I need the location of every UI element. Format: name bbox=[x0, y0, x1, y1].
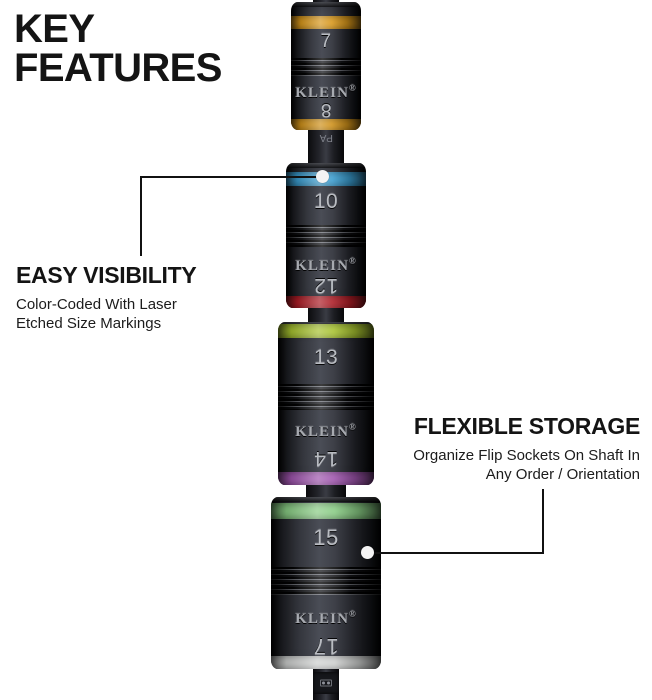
size-number-12: 12 bbox=[313, 274, 339, 297]
registered-mark-icon: ® bbox=[349, 422, 357, 432]
leader-line-left-horizontal bbox=[140, 176, 324, 178]
extension-shaft-segment-1 bbox=[308, 126, 344, 166]
leader-line-right-vertical bbox=[542, 489, 544, 554]
brand-wordmark: KLEIN® bbox=[271, 609, 381, 628]
brand-text: KLEIN bbox=[295, 85, 350, 101]
size-number-10: 10 bbox=[313, 190, 339, 213]
leader-dot-flexible-storage bbox=[361, 546, 374, 559]
brand-text: KLEIN bbox=[295, 611, 350, 627]
size-ring-13 bbox=[278, 324, 374, 338]
size-ring-17 bbox=[271, 656, 381, 669]
size-ring-14 bbox=[278, 472, 374, 485]
brand-wordmark: KLEIN® bbox=[286, 256, 366, 275]
brand-text: KLEIN bbox=[295, 424, 350, 440]
brand-text: KLEIN bbox=[295, 258, 350, 274]
shaft-label: PA bbox=[319, 132, 333, 143]
drive-connector bbox=[313, 672, 339, 694]
callout-body-easy-visibility: Color-Coded With Laser Etched Size Marki… bbox=[16, 296, 177, 333]
size-ring-15 bbox=[271, 503, 381, 519]
knurl-band bbox=[271, 567, 381, 595]
socket-lip-top bbox=[291, 2, 361, 7]
socket-lip-top bbox=[286, 163, 366, 168]
size-number-13: 13 bbox=[313, 346, 339, 369]
size-number-15: 15 bbox=[313, 525, 339, 550]
callout-body-flexible-storage: Organize Flip Sockets On Shaft In Any Or… bbox=[413, 447, 640, 484]
registered-mark-icon: ® bbox=[349, 83, 357, 93]
size-ring-12 bbox=[286, 296, 366, 308]
callout-title-easy-visibility: EASY VISIBILITY bbox=[16, 262, 197, 288]
knurl-band bbox=[291, 58, 361, 76]
leader-line-right-horizontal bbox=[366, 552, 544, 554]
socket-10-12: 10 KLEIN® 12 bbox=[286, 163, 366, 308]
socket-7-8: 7 KLEIN® 8 bbox=[291, 2, 361, 130]
size-ring-7 bbox=[291, 16, 361, 29]
socket-15-17: 15 KLEIN® 17 bbox=[271, 497, 381, 669]
size-number-14: 14 bbox=[313, 447, 339, 470]
page-title: KEY FEATURES bbox=[14, 7, 222, 91]
socket-13-14: 13 KLEIN® 14 bbox=[278, 322, 374, 485]
brand-wordmark: KLEIN® bbox=[278, 422, 374, 441]
size-number-8: 8 bbox=[320, 99, 332, 120]
brand-wordmark: KLEIN® bbox=[291, 83, 361, 102]
size-number-7: 7 bbox=[320, 31, 332, 52]
registered-mark-icon: ® bbox=[349, 256, 357, 266]
leader-line-left-vertical bbox=[140, 176, 142, 256]
knurl-band bbox=[278, 384, 374, 410]
connector-detail-icon bbox=[320, 679, 332, 687]
registered-mark-icon: ® bbox=[349, 609, 357, 619]
leader-dot-easy-visibility bbox=[316, 170, 329, 183]
callout-title-flexible-storage: FLEXIBLE STORAGE bbox=[413, 413, 640, 439]
knurl-band bbox=[286, 225, 366, 247]
size-ring-8 bbox=[291, 119, 361, 130]
socket-lip-top bbox=[271, 497, 381, 502]
